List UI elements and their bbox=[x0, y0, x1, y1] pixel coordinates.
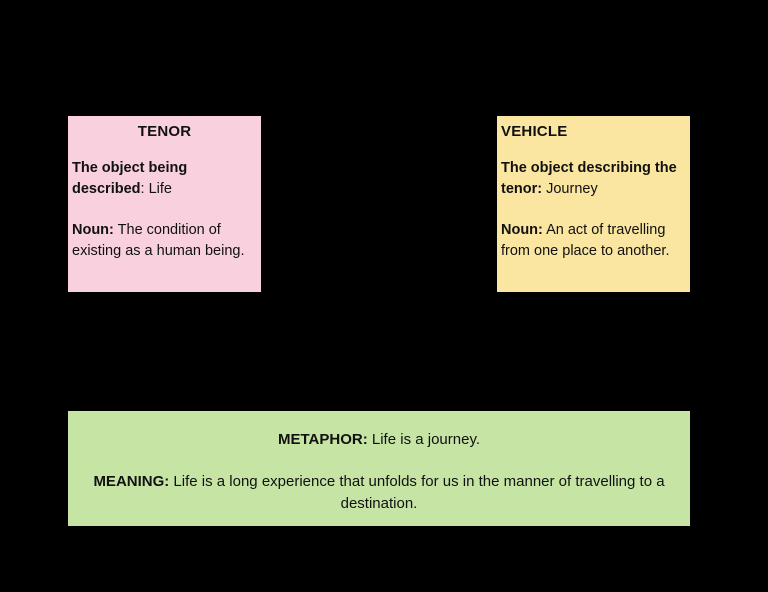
tenor-noun-text: The condition of existing as a human bei… bbox=[72, 222, 245, 259]
metaphor-text: Life is a journey. bbox=[367, 431, 480, 448]
tenor-part-of-speech: Noun: The condition of existing as a hum… bbox=[72, 220, 257, 262]
metaphor-card: METAPHOR: Life is a journey. MEANING: Li… bbox=[68, 411, 690, 526]
tenor-definition-label: The object being described bbox=[72, 160, 188, 197]
tenor-title: TENOR bbox=[137, 123, 192, 140]
tenor-definition: The object being described: Life bbox=[72, 158, 257, 200]
meaning-text: Life is a long experience that unfolds f… bbox=[169, 473, 665, 512]
vehicle-title: VEHICLE bbox=[501, 123, 568, 140]
vehicle-part-of-speech: Noun: An act of travelling from one plac… bbox=[501, 220, 686, 262]
vehicle-definition-value: Journey bbox=[542, 181, 598, 197]
tenor-card: TENOR The object being described: Life N… bbox=[68, 116, 261, 292]
meaning-label: MEANING: bbox=[93, 473, 170, 490]
vehicle-definition: The object describing the tenor: Journey bbox=[501, 158, 686, 200]
vehicle-noun-text: An act of travelling from one place to a… bbox=[501, 222, 670, 259]
tenor-definition-colon: : bbox=[140, 181, 149, 197]
vehicle-definition-label: The object describing the tenor: bbox=[501, 160, 677, 197]
tenor-noun-label: Noun: bbox=[72, 222, 114, 238]
metaphor-line: METAPHOR: Life is a journey. bbox=[84, 429, 674, 451]
metaphor-label: METAPHOR: bbox=[278, 431, 368, 448]
meaning-line: MEANING: Life is a long experience that … bbox=[84, 471, 674, 515]
vehicle-card: VEHICLE The object describing the tenor:… bbox=[497, 116, 690, 292]
tenor-definition-value: Life bbox=[148, 181, 172, 197]
vehicle-noun-label: Noun: bbox=[501, 222, 543, 238]
